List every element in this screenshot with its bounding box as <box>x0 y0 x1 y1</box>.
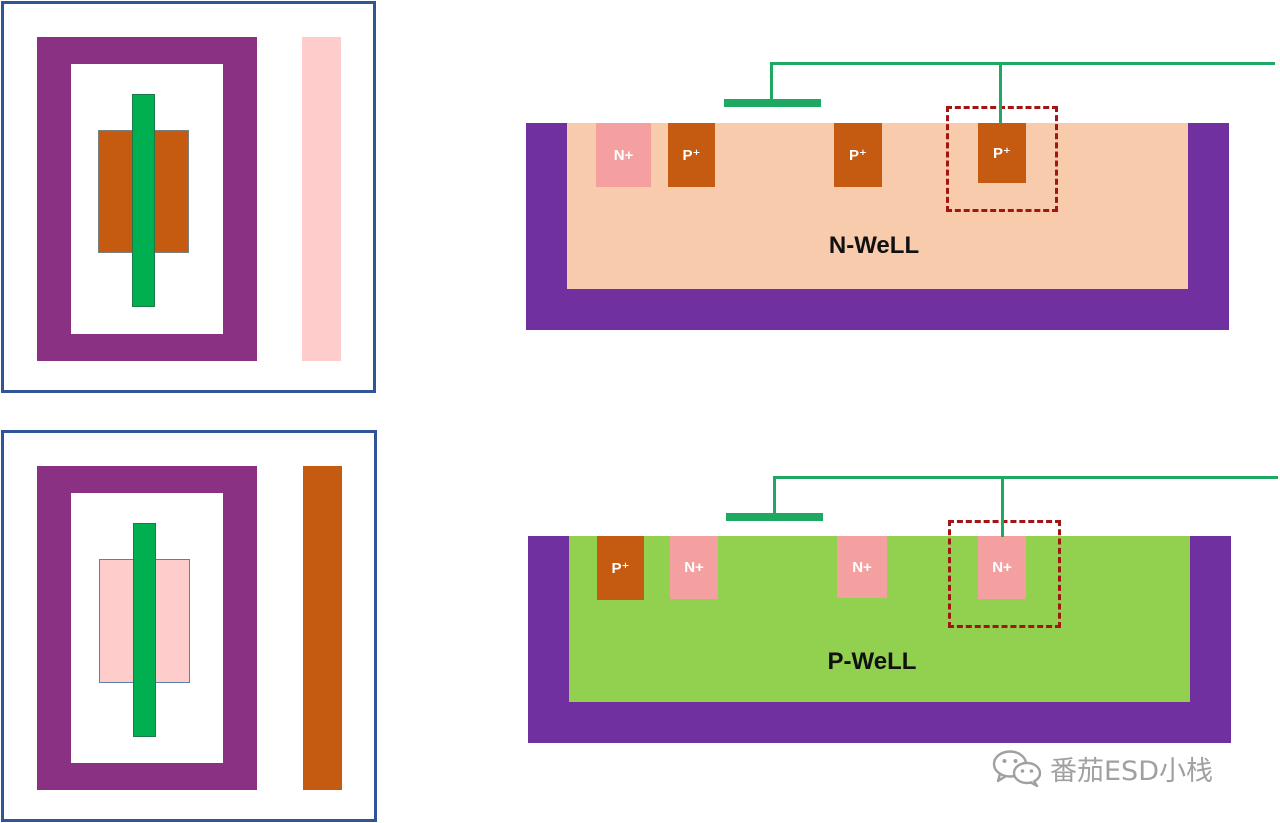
top-n-plus-strip <box>302 37 341 361</box>
top-n-plus-diffusion: N+ <box>596 123 651 187</box>
top-contact-wire <box>999 62 1002 124</box>
watermark: 番茄ESD小栈 <box>992 747 1252 787</box>
top-p-plus-diffusion-1: P⁺ <box>668 123 715 187</box>
top-gate-poly <box>132 94 155 307</box>
bottom-diffusion-label-2: N+ <box>684 559 704 576</box>
bottom-layout-panel <box>1 430 377 822</box>
bottom-guard-ring <box>37 466 257 790</box>
bottom-n-plus-diffusion-2: N+ <box>837 536 887 598</box>
top-bus-wire <box>770 62 1275 65</box>
n-well-label: N-WeLL <box>828 232 920 259</box>
top-layout-panel <box>1 1 376 393</box>
top-diffusion-label-3: P⁺ <box>849 147 867 164</box>
bottom-gate-wire-vertical <box>773 476 776 516</box>
bottom-contact-wire <box>1001 476 1004 537</box>
top-p-plus-diffusion-3: P⁺ <box>978 123 1026 183</box>
bottom-n-plus-diffusion-1: N+ <box>670 536 718 599</box>
bottom-p-plus-strip <box>303 466 342 790</box>
bottom-bus-wire <box>773 476 1278 479</box>
bottom-gate-electrode <box>726 513 823 521</box>
p-well-label: P-WeLL <box>827 648 917 675</box>
bottom-diffusion-label-1: P⁺ <box>611 560 630 577</box>
top-gate-wire-vertical <box>770 62 773 102</box>
top-guard-ring <box>37 37 257 361</box>
top-diffusion-label-1: N+ <box>613 146 634 164</box>
watermark-text: 番茄ESD小栈 <box>1050 756 1213 787</box>
wechat-icon <box>992 750 1042 787</box>
bottom-n-plus-diffusion-3: N+ <box>978 536 1026 599</box>
top-diffusion-label-2: P⁺ <box>682 147 701 164</box>
bottom-diffusion-label-3: N+ <box>852 558 872 576</box>
bottom-diffusion-label-4: N+ <box>992 559 1012 576</box>
top-diffusion-label-4: P⁺ <box>993 145 1011 162</box>
top-highlight-box <box>946 106 1058 212</box>
top-gate-electrode <box>724 99 821 107</box>
top-p-plus-diffusion-2: P⁺ <box>834 123 882 187</box>
bottom-gate-poly <box>133 523 156 737</box>
bottom-highlight-box <box>948 520 1061 628</box>
bottom-p-plus-diffusion: P⁺ <box>597 536 644 600</box>
